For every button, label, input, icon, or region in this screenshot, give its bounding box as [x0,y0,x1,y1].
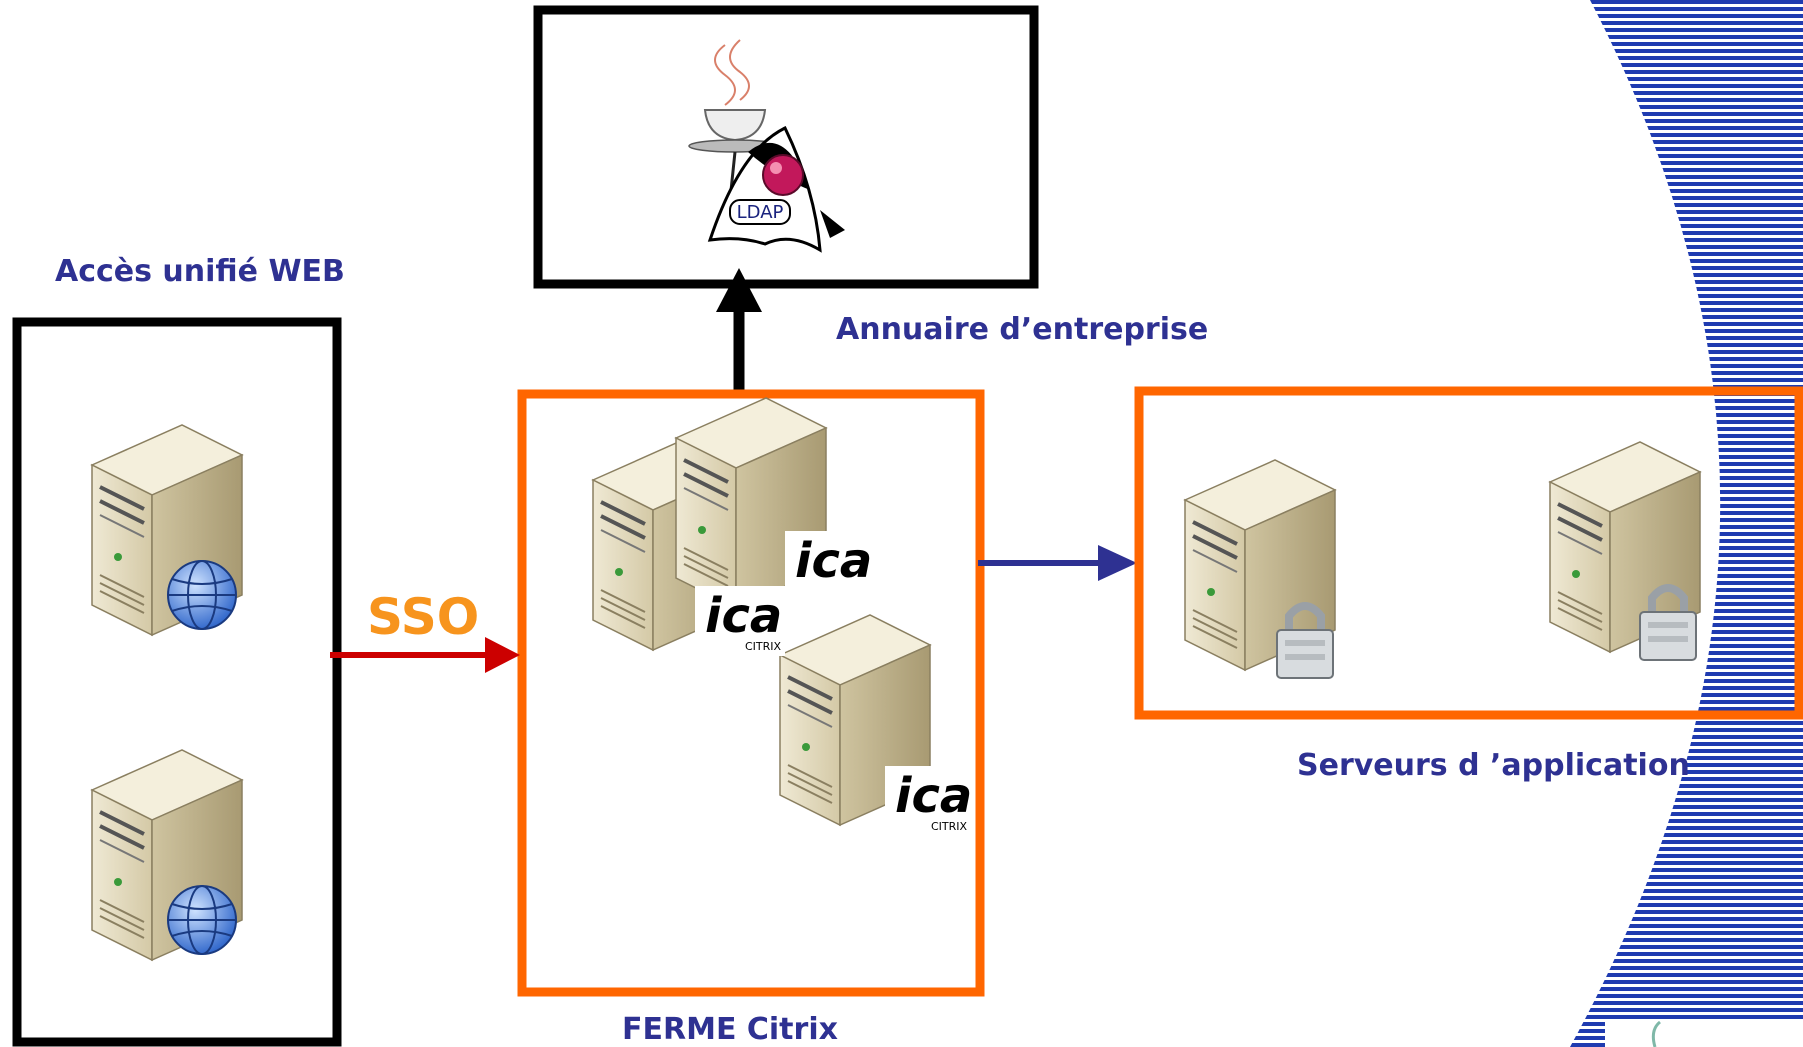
svg-text:CITRIX: CITRIX [931,820,968,833]
ldap-badge-text: LDAP [737,202,784,223]
app-servers-frame [1134,386,1803,720]
svg-text:ica: ica [795,533,872,589]
globe-icon [167,885,237,955]
web-access-frame [12,317,342,1047]
apps-arrowhead [1098,545,1137,581]
corner-logo-placeholder [1605,1022,1803,1047]
web-access-label: Accès unifié WEB [55,254,345,289]
directory-label: Annuaire d’entreprise [836,312,1209,347]
sso-arrowhead [485,637,520,673]
svg-text:ica: ica [895,768,972,824]
ldap-java-duke-icon: LDAP [688,39,845,253]
app-server-1 [1183,458,1337,678]
app-servers-label: Serveurs d ’application [1297,748,1690,783]
svg-text:CITRIX: CITRIX [745,640,782,653]
citrix-farm-frame [517,389,985,997]
app-server-2 [1548,440,1702,660]
ica-logo-3: ica CITRIX [885,766,975,836]
citrix-farm-label: FERME Citrix [622,1012,838,1047]
web-server-2 [90,748,244,962]
web-server-1 [90,423,244,637]
globe-icon [167,560,237,630]
decorative-stripes [1570,0,1803,1047]
svg-text:ica: ica [705,588,782,644]
ica-logo-1: ica [785,531,875,591]
arrowhead-up [716,268,762,312]
corner-logo-mark [1651,1020,1662,1047]
ica-logo-2: ica CITRIX [695,586,785,656]
sso-label: SSO [367,588,480,646]
